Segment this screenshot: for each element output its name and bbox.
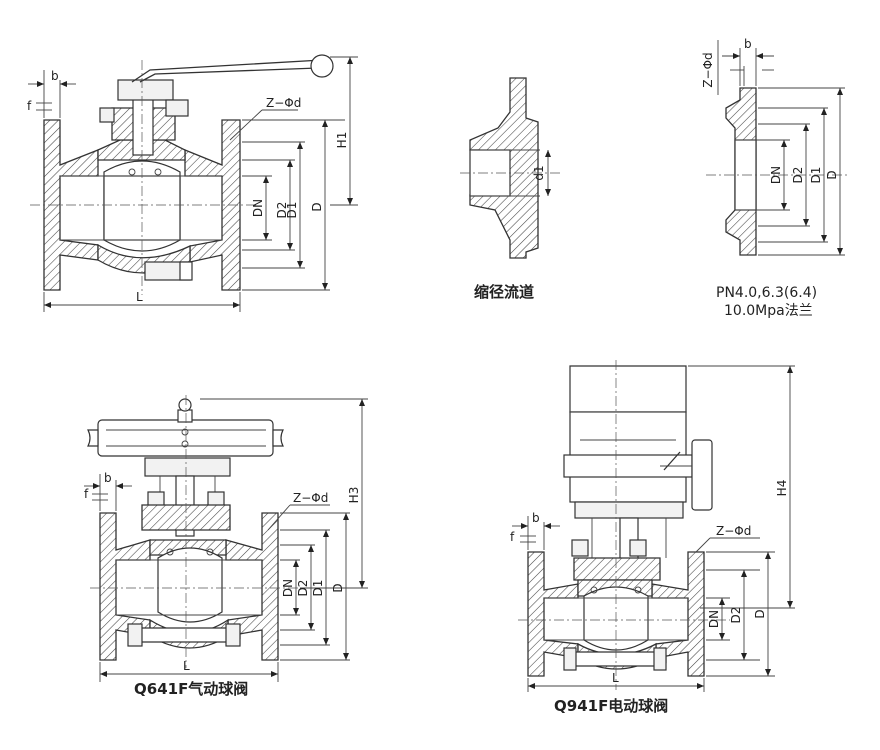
flange-caption-line1: PN4.0,6.3(6.4): [716, 285, 817, 301]
elec-d-label: D: [753, 609, 767, 618]
flange-dn-label: DN: [769, 166, 783, 184]
elec-h4-label: H4: [775, 480, 789, 497]
pneu-b-label: b: [104, 471, 112, 485]
reduced-bore-drawing: [460, 77, 560, 259]
pneu-h3-label: H3: [347, 487, 361, 504]
dn-label: DN: [251, 199, 265, 217]
pneu-d2-label: D2: [296, 580, 310, 597]
flange-b-label: b: [744, 37, 752, 51]
reduced-bore-caption: 缩径流道: [474, 283, 534, 301]
flange-z-phi-d-label: Z−Φd: [701, 52, 715, 87]
d-label: D: [310, 202, 324, 211]
d1-label: D1: [285, 202, 299, 219]
z-phi-d-label: Z−Φd: [266, 96, 301, 110]
pneu-z-phi-d-label: Z−Φd: [293, 491, 328, 505]
flange-detail-drawing: [706, 40, 850, 256]
flange-d1-label: D1: [809, 167, 823, 184]
pneumatic-valve-drawing: [84, 395, 368, 682]
flange-caption-line2: 10.0Mpa法兰: [724, 303, 813, 319]
elec-d2-label: D2: [729, 607, 743, 624]
manual-valve-drawing: [28, 54, 358, 312]
h1-label: H1: [335, 132, 349, 149]
d1-small-label: d1: [532, 165, 546, 180]
l-label: L: [136, 290, 143, 304]
elec-b-label: b: [532, 511, 540, 525]
d2-label: D2: [275, 202, 289, 219]
flange-d-label: D: [825, 170, 839, 179]
electric-caption: Q941F电动球阀: [554, 697, 668, 715]
pneu-l-label: L: [183, 659, 190, 673]
pneu-dn-label: DN: [281, 579, 295, 597]
f-label: f: [27, 99, 32, 113]
pneu-f-label: f: [84, 487, 89, 501]
elec-l-label: L: [612, 671, 619, 685]
pneu-d-label: D: [331, 583, 345, 592]
elec-dn-label: DN: [707, 610, 721, 628]
pneu-d1-label: D1: [311, 580, 325, 597]
b-label: b: [51, 69, 59, 83]
elec-f-label: f: [510, 530, 515, 544]
flange-d2-label: D2: [791, 167, 805, 184]
electric-valve-drawing: [512, 360, 795, 692]
elec-z-phi-d-label: Z−Φd: [716, 524, 751, 538]
pneumatic-caption: Q641F气动球阀: [134, 680, 248, 698]
